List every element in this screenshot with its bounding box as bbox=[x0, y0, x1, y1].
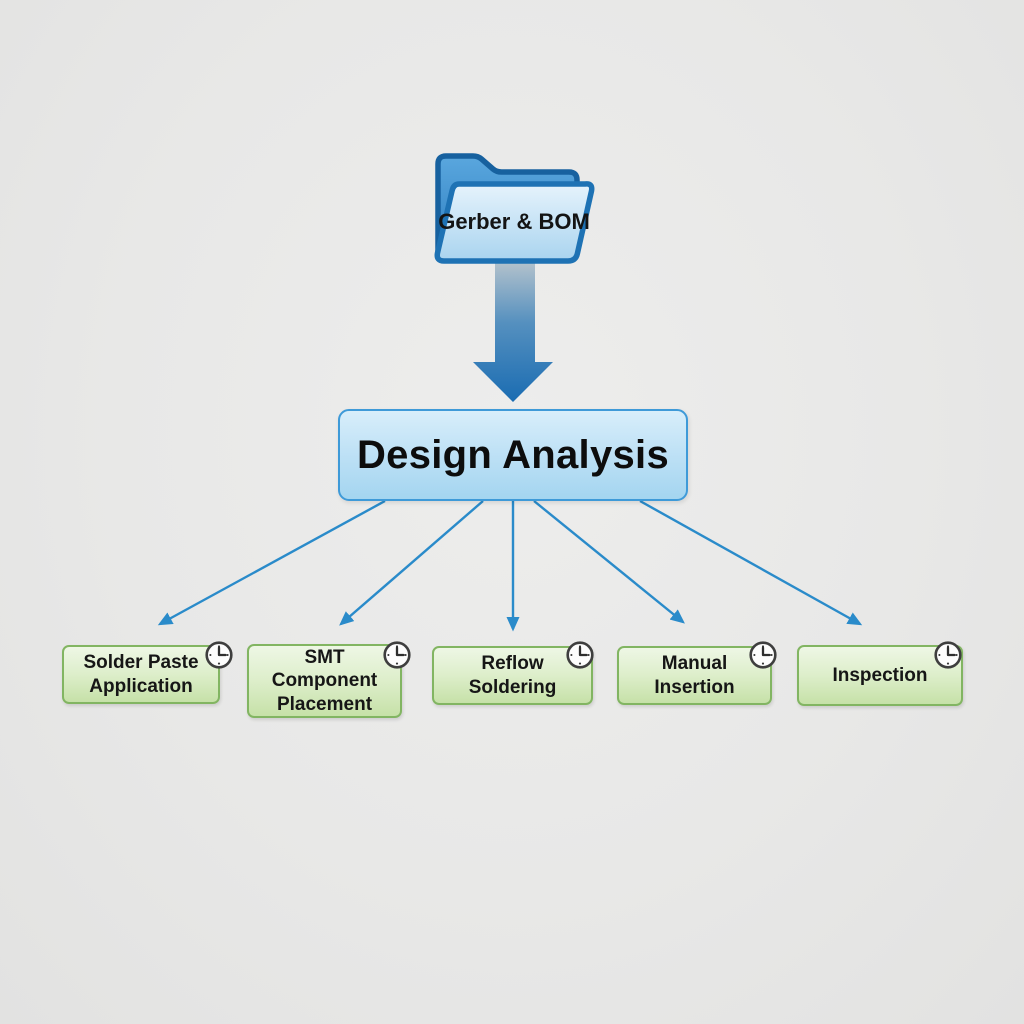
clock-icon bbox=[205, 641, 233, 669]
source-label: Gerber & BOM bbox=[438, 209, 590, 234]
down-arrow-icon bbox=[473, 258, 553, 402]
folder-front-shape bbox=[434, 181, 595, 264]
stage-node-smt-placement: SMT Component Placement bbox=[247, 644, 402, 718]
folder-icon bbox=[434, 153, 595, 264]
stage-label: Reflow Soldering bbox=[468, 653, 557, 698]
process-label: Design Analysis bbox=[356, 432, 670, 477]
stage-node-reflow-soldering: Reflow Soldering bbox=[432, 646, 593, 705]
stage-label: Inspection bbox=[832, 664, 928, 686]
stage-label: Solder Paste Application bbox=[83, 652, 199, 697]
stage-label: Manual Insertion bbox=[654, 653, 735, 698]
connector-arrows bbox=[157, 499, 863, 632]
clock-icon bbox=[749, 641, 777, 669]
stage-label: SMT Component Placement bbox=[271, 647, 378, 715]
connector-arrow-manual-insertion bbox=[533, 500, 685, 624]
stage-node-manual-insertion: Manual Insertion bbox=[617, 646, 772, 705]
clock-icon bbox=[566, 641, 594, 669]
connector-arrow-inspection bbox=[639, 499, 863, 626]
stage-node-solder-paste: Solder Paste Application bbox=[62, 645, 220, 704]
clock-icon bbox=[383, 641, 411, 669]
connector-arrow-smt-placement bbox=[339, 500, 484, 626]
connector-arrow-solder-paste bbox=[157, 499, 386, 626]
clock-icon bbox=[934, 641, 962, 669]
process-node-design-analysis: Design Analysis bbox=[338, 409, 688, 501]
